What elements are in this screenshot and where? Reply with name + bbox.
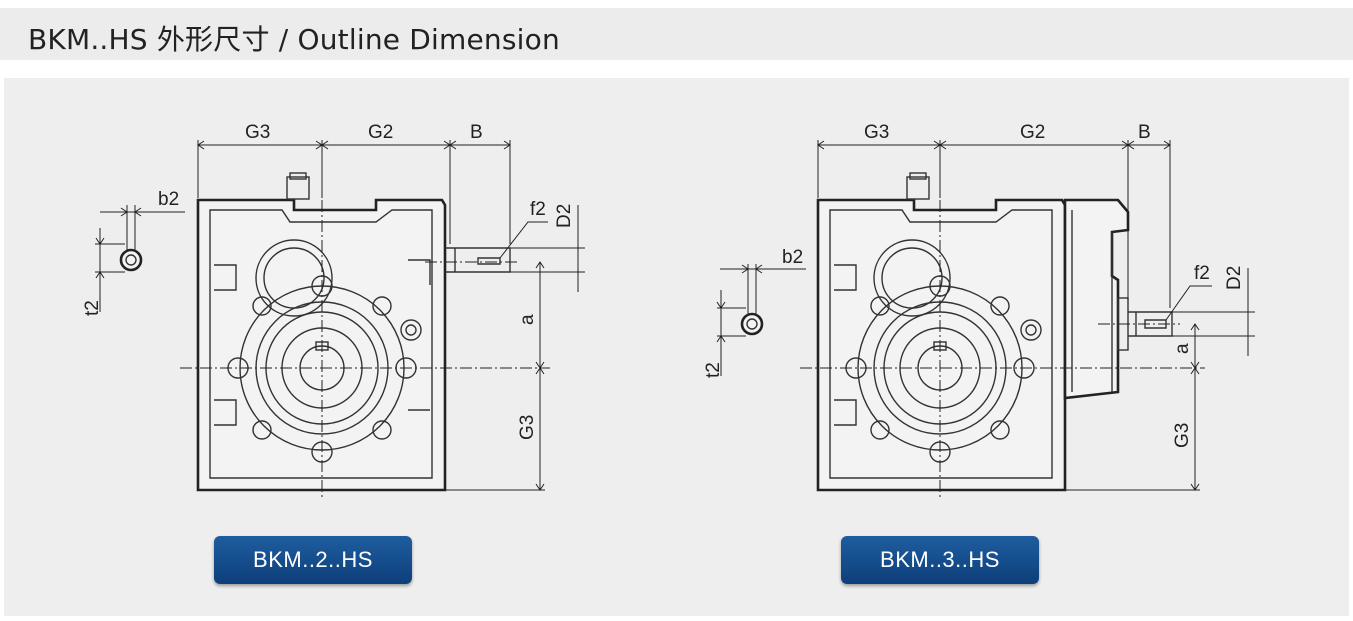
input-shaft xyxy=(445,247,511,273)
dim-label-g3-vertical: G3 xyxy=(1172,423,1193,448)
gearbox-drawing-2: G3 G2 B D2 a G3 f2 b2 t2 xyxy=(703,122,1255,500)
vent-plug xyxy=(286,176,310,200)
input-shaft xyxy=(1128,311,1173,337)
input-bore xyxy=(873,239,951,317)
dim-label-g3: G3 xyxy=(864,122,889,143)
dim-label-g3-vertical: G3 xyxy=(517,415,538,440)
dim-label-b: B xyxy=(470,122,483,143)
dim-label-b: B xyxy=(1138,122,1151,143)
gearbox-drawing-1: G3 G2 B D2 a G3 f2 b2 t2 xyxy=(82,122,585,500)
dim-label-b2: b2 xyxy=(158,189,179,210)
housing-inner xyxy=(829,209,1053,479)
vent-plug xyxy=(906,176,930,200)
dim-label-a: a xyxy=(517,314,538,325)
dim-label-g2: G2 xyxy=(1020,122,1045,143)
housing-ribs xyxy=(214,259,431,426)
dim-label-d2: D2 xyxy=(1224,266,1245,290)
dim-label-d2: D2 xyxy=(554,204,575,228)
key-detail xyxy=(740,312,764,336)
dim-label-t2: t2 xyxy=(82,300,103,316)
oil-plug xyxy=(400,319,422,341)
housing-inner xyxy=(209,209,433,479)
dim-label-g2: G2 xyxy=(368,122,393,143)
page-title: BKM..HS 外形尺寸 / Outline Dimension xyxy=(28,23,560,56)
input-bore xyxy=(255,239,333,317)
dim-label-b2: b2 xyxy=(782,247,803,268)
header-bar: BKM..HS 外形尺寸 / Outline Dimension xyxy=(0,8,1353,60)
model-button-bkm-2-hs[interactable]: BKM..2..HS xyxy=(214,536,412,584)
key-detail xyxy=(119,248,143,272)
dim-label-t2: t2 xyxy=(703,362,724,378)
dim-label-a: a xyxy=(1172,343,1193,354)
oil-plug xyxy=(1020,319,1042,341)
dim-label-f2: f2 xyxy=(1194,263,1210,284)
housing-outline xyxy=(816,198,1067,492)
dim-label-f2: f2 xyxy=(530,199,546,220)
dim-label-g3: G3 xyxy=(245,122,270,143)
housing-ribs xyxy=(834,264,857,426)
model-button-bkm-3-hs[interactable]: BKM..3..HS xyxy=(841,536,1039,584)
